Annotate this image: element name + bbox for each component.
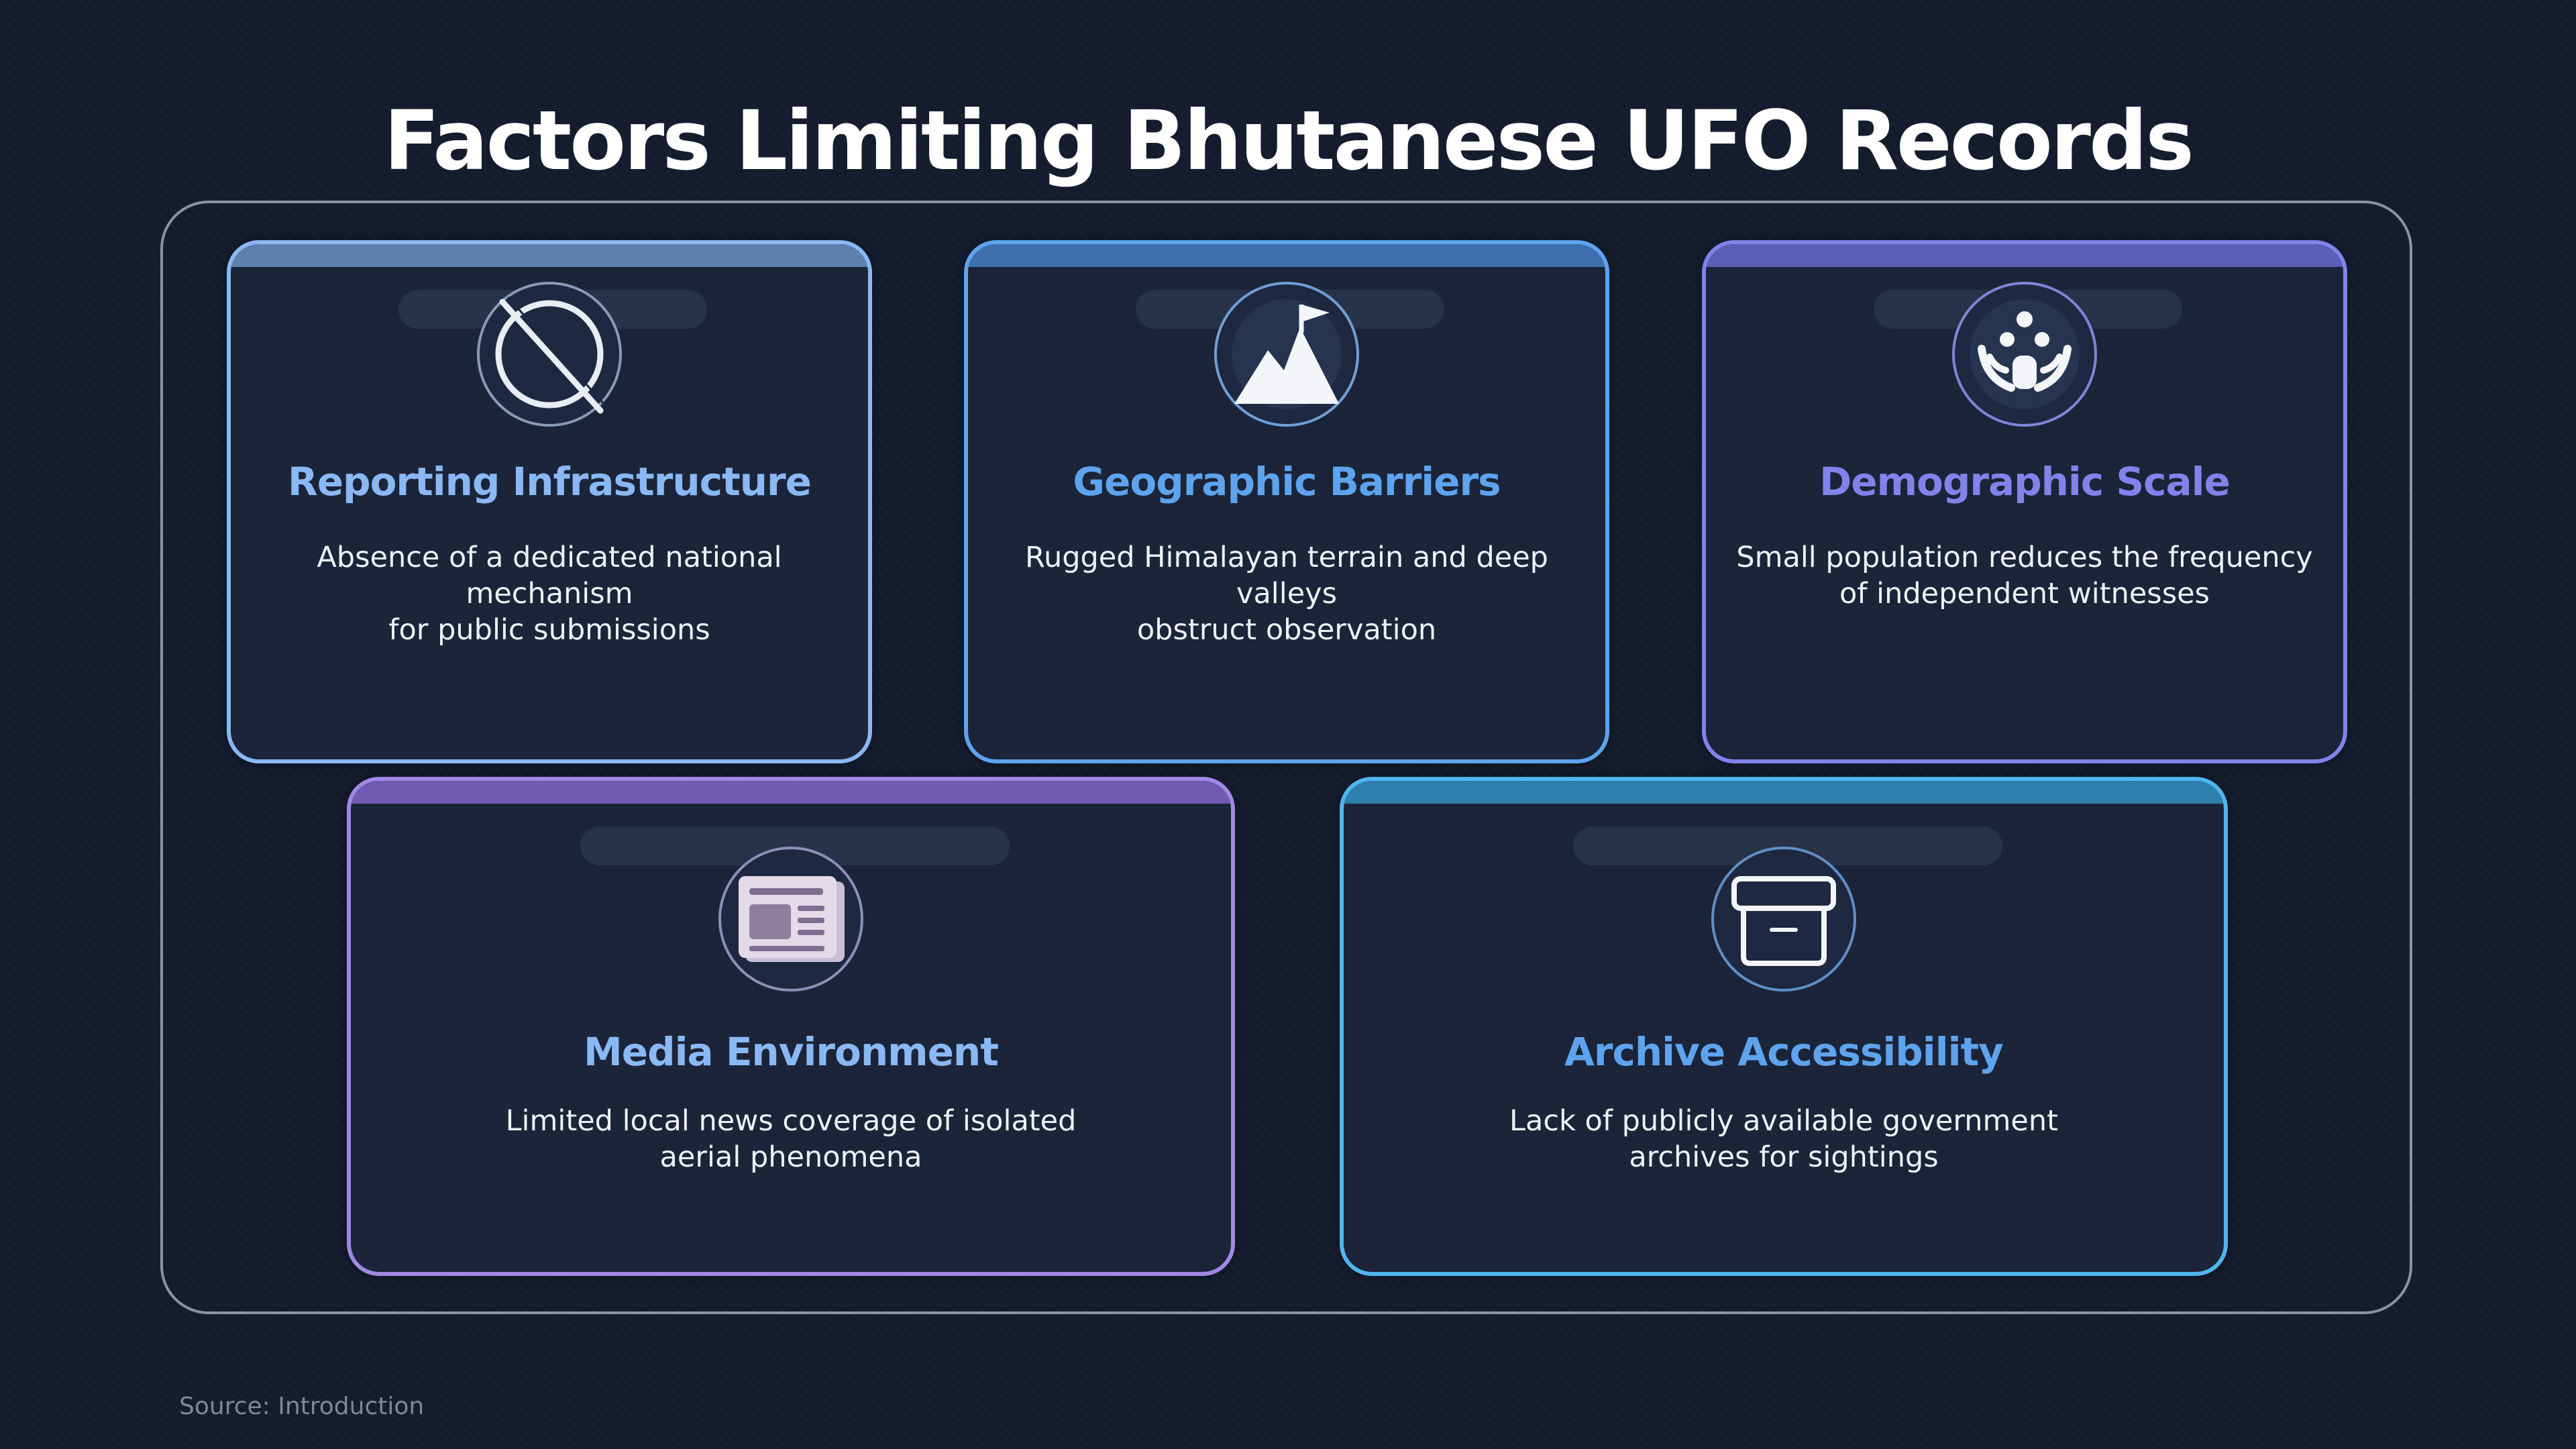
page-title: Factors Limiting Bhutanese UFO Records [384,93,2194,189]
card-reporting-infrastructure: Reporting Infrastructure Absence of a de… [227,240,872,763]
card-title: Demographic Scale [1819,459,2231,504]
card-description: Lack of publicly available government ar… [1371,1103,2197,1175]
newspaper-icon [739,876,845,962]
icon-circle [1711,847,1856,991]
card-description: Absence of a dedicated national mechanis… [258,539,841,648]
card-description-line: for public submissions [388,613,710,647]
card-accent-bar [231,244,868,267]
card-title: Archive Accessibility [1564,1029,2004,1075]
card-accent-bar [1344,781,2224,804]
card-description-line: Limited local news coverage of isolated [505,1104,1077,1138]
card-archive-accessibility: Archive Accessibility Lack of publicly a… [1340,777,2228,1276]
archive-box-icon [1731,876,1836,966]
card-title: Media Environment [584,1029,999,1075]
cards-container [160,201,2412,1314]
card-description: Rugged Himalayan terrain and deep valley… [995,539,1578,648]
card-title: Reporting Infrastructure [288,459,812,504]
card-accent-bar [351,781,1231,804]
no-symbol-icon [495,296,607,414]
card-demographic-scale: Demographic Scale Small population reduc… [1702,240,2347,763]
card-description-line: Absence of a dedicated national mechanis… [317,541,782,610]
card-description-line: aerial phenomena [659,1140,922,1174]
card-description-line: Lack of publicly available government [1509,1104,2058,1138]
card-description-line: obstruct observation [1136,613,1437,647]
card-description: Small population reduces the frequency o… [1733,539,2316,612]
icon-circle [718,847,863,991]
community-icon [1970,299,2080,409]
card-media-environment: Media Environment Limited local news cov… [347,777,1235,1276]
card-geographic-barriers: Geographic Barriers Rugged Himalayan ter… [964,240,1609,763]
card-description-line: Small population reduces the frequency [1736,541,2313,574]
card-description-line: Rugged Himalayan terrain and deep valley… [1025,541,1548,610]
card-accent-bar [968,244,1605,267]
icon-circle [1952,282,2097,427]
card-description-line: of independent witnesses [1839,577,2210,610]
icon-circle [1214,282,1359,427]
icon-circle [477,282,622,427]
source-note: Source: Introduction [179,1393,425,1420]
card-title: Geographic Barriers [1073,459,1501,504]
card-description: Limited local news coverage of isolated … [378,1103,1204,1175]
mountain-flag-icon [1232,299,1342,409]
card-accent-bar [1706,244,2343,267]
card-description-line: archives for sightings [1629,1140,1939,1174]
